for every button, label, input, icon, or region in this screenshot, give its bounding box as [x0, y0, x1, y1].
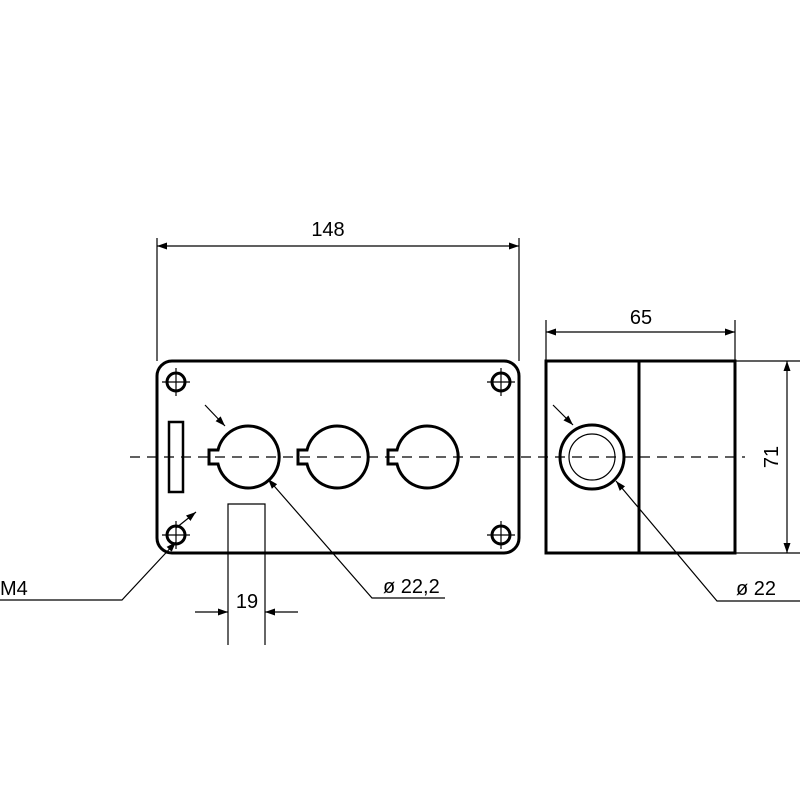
hole-leader [267, 478, 445, 599]
mounting-hole [487, 368, 515, 396]
front-plate-outline [155, 359, 521, 555]
spacing-dimension: 19 [236, 591, 258, 613]
pushbutton-outer [558, 423, 626, 491]
screw-label: M4 [0, 578, 28, 600]
pushbutton-inner [568, 433, 616, 481]
hole-dimension: ø 22,2 [383, 576, 440, 598]
front-view: 148 19 M4 ø 22,2 [0, 219, 521, 645]
mounting-hole [487, 521, 515, 549]
height-dimension: 71 [761, 446, 783, 468]
mounting-hole [162, 368, 190, 396]
button-cutout [386, 424, 460, 490]
mounting-holes [162, 368, 515, 549]
button-cutouts [207, 424, 460, 490]
label-slot [167, 420, 185, 494]
m4-leader [0, 541, 177, 601]
button-cutout [207, 424, 281, 490]
width-dimension: 148 [311, 219, 344, 241]
pushbutton-dimension: ø 22 [736, 578, 776, 600]
side-view: 65 71 ø 22 [544, 307, 800, 602]
button-spacing-guide [227, 503, 266, 645]
depth-dimension: 65 [630, 307, 652, 329]
button-cutout [296, 424, 370, 490]
mounting-hole [162, 521, 190, 549]
